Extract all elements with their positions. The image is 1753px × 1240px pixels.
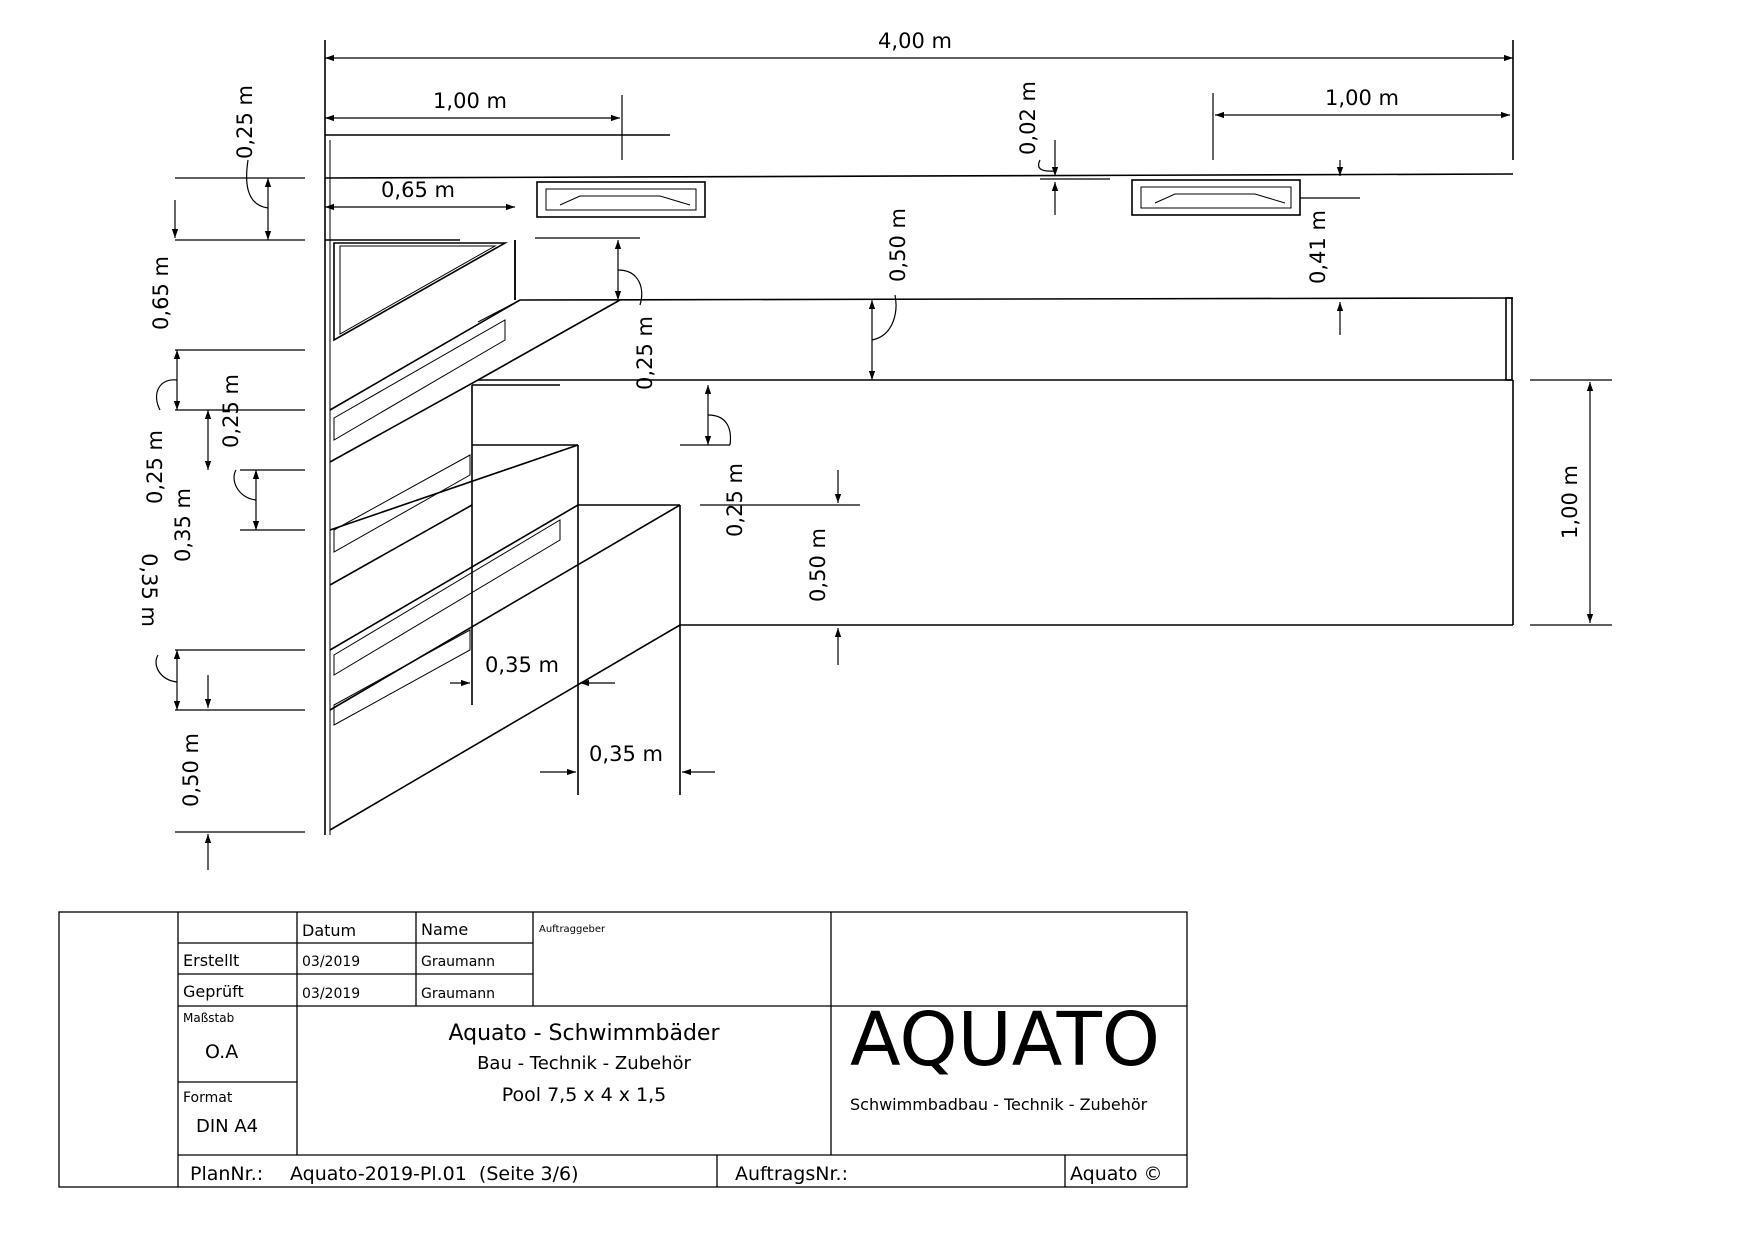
erstellt-name: Graumann — [421, 954, 495, 970]
plan-number-value: Aquato-2019-Pl.01 (Seite 3/6) — [290, 1163, 579, 1185]
project-title: Pool 7,5 x 4 x 1,5 — [502, 1084, 667, 1106]
format-value: DIN A4 — [196, 1116, 258, 1137]
dimension-lines — [155, 54, 1612, 870]
geprueft-label: Geprüft — [183, 982, 244, 1001]
dim-coping-025: 0,25 m — [233, 85, 257, 159]
brand-subtitle: Schwimmbadbau - Technik - Zubehör — [850, 1095, 1148, 1114]
dim-skimmer-041: 0,41 m — [1306, 210, 1330, 284]
dim-left-035-b: 0,35 m — [137, 553, 161, 627]
dimension-labels: 4,00 m 1,00 m 1,00 m 0,65 m 0,25 m 0,02 … — [137, 29, 1582, 807]
dim-bench-050: 0,50 m — [886, 208, 910, 282]
company-title: Aquato - Schwimmbäder — [448, 1021, 720, 1046]
auftrags-number-label: AuftragsNr.: — [735, 1163, 848, 1185]
company-subtitle: Bau - Technik - Zubehör — [477, 1053, 691, 1074]
dim-total-width: 4,00 m — [878, 29, 952, 53]
dim-gap-002: 0,02 m — [1016, 81, 1040, 155]
skimmer-right — [1131, 179, 1301, 216]
skimmer-left — [536, 181, 706, 218]
copyright: Aquato © — [1070, 1163, 1163, 1185]
brand-logo-text: AQUATO — [850, 997, 1160, 1083]
dim-left-035-a: 0,35 m — [171, 488, 195, 562]
geprueft-name: Graumann — [421, 986, 495, 1002]
dim-left-025-a: 0,25 m — [143, 430, 167, 504]
dim-left-065: 0,65 m — [149, 256, 173, 330]
dim-mid-050: 0,50 m — [806, 528, 830, 602]
dim-step-025-b: 0,25 m — [723, 463, 747, 537]
dim-top-right-1m: 1,00 m — [1325, 86, 1399, 110]
pool-outline — [324, 40, 1514, 835]
dim-step-025-mid: 0,25 m — [633, 316, 657, 390]
dim-left-025-b: 0,25 m — [219, 374, 243, 448]
erstellt-label: Erstellt — [183, 951, 239, 970]
erstellt-date: 03/2019 — [302, 954, 360, 970]
col-datum: Datum — [302, 921, 356, 940]
dim-tread-035-b: 0,35 m — [589, 742, 663, 766]
dim-top-left-1m: 1,00 m — [433, 89, 507, 113]
massstab-label: Maßstab — [183, 1011, 234, 1025]
title-block: Datum Name Auftraggeber Erstellt 03/2019… — [58, 911, 1188, 1188]
format-label: Format — [183, 1090, 233, 1106]
dim-left-065-horizontal: 0,65 m — [381, 178, 455, 202]
plan-number-label: PlanNr.: — [190, 1163, 263, 1185]
dim-right-100: 1,00 m — [1558, 465, 1582, 539]
massstab-value: O.A — [205, 1041, 238, 1063]
dim-tread-035-a: 0,35 m — [485, 653, 559, 677]
col-name: Name — [421, 920, 468, 939]
geprueft-date: 03/2019 — [302, 986, 360, 1002]
dim-left-050: 0,50 m — [179, 733, 203, 807]
auftraggeber-label: Auftraggeber — [539, 924, 606, 935]
